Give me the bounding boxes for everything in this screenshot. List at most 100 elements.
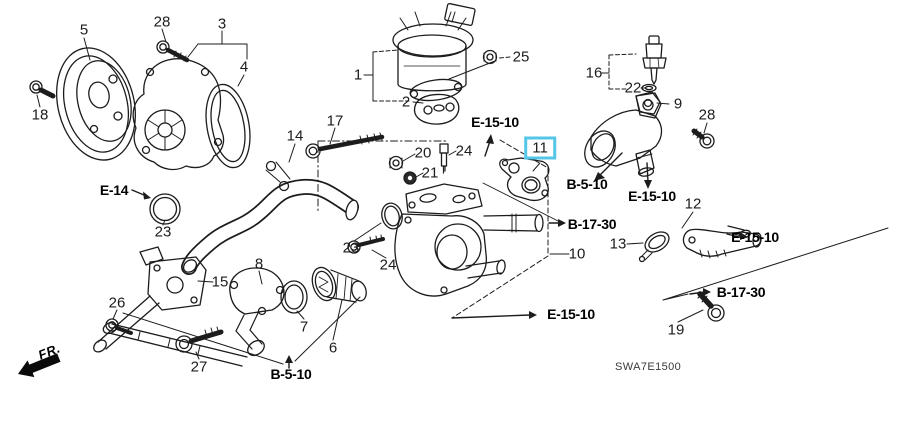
callout-14[interactable]: 14 bbox=[285, 128, 306, 145]
callout-1[interactable]: 1 bbox=[352, 67, 364, 84]
callout-number: 18 bbox=[31, 106, 49, 124]
callout-number: 4 bbox=[239, 58, 249, 76]
callout-5[interactable]: 5 bbox=[78, 22, 90, 39]
ref-e1510-bottom[interactable]: E-15-10 bbox=[547, 307, 595, 321]
ref-e14[interactable]: E-14 bbox=[99, 182, 129, 198]
callout-26[interactable]: 26 bbox=[107, 295, 128, 312]
callout-number: 9 bbox=[673, 95, 683, 113]
callout-12[interactable]: 12 bbox=[683, 196, 704, 213]
ref-b510-bottom[interactable]: B-5-10 bbox=[271, 367, 312, 381]
callout-number: 5 bbox=[79, 21, 89, 39]
callout-24a[interactable]: 24 bbox=[454, 143, 475, 160]
callout-24b[interactable]: 24 bbox=[378, 257, 399, 274]
callout-number: 15 bbox=[211, 273, 229, 291]
reference-text: B-5-10 bbox=[566, 176, 608, 192]
callout-23a[interactable]: 23 bbox=[153, 224, 174, 241]
callout-6[interactable]: 6 bbox=[327, 340, 339, 357]
ref-b510-right[interactable]: B-5-10 bbox=[567, 177, 608, 191]
callout-number: 22 bbox=[624, 79, 642, 97]
part-oring-23b-art bbox=[381, 202, 403, 230]
callout-number: 27 bbox=[190, 358, 208, 376]
part-bolt-24a-art bbox=[439, 143, 449, 174]
part-bolt-27-art bbox=[175, 326, 224, 353]
part-housing-art bbox=[394, 183, 544, 297]
ref-e1510-top[interactable]: E-15-10 bbox=[471, 115, 519, 129]
part-bolt-17-art bbox=[305, 132, 385, 159]
reference-text: B-5-10 bbox=[270, 366, 312, 382]
ref-b1730-bottom[interactable]: B-17-30 bbox=[716, 284, 766, 300]
callout-9[interactable]: 9 bbox=[672, 96, 684, 113]
callout-number: 11 bbox=[532, 139, 548, 157]
part-egr-valve-art bbox=[392, 2, 476, 102]
part-pump-gasket-art bbox=[205, 83, 251, 169]
part-bolt-28a-art bbox=[156, 40, 190, 63]
part-water-outlet-art bbox=[584, 91, 663, 177]
callout-number: 6 bbox=[328, 339, 338, 357]
callout-10[interactable]: 10 bbox=[567, 246, 588, 263]
reference-text: E-15-10 bbox=[471, 114, 519, 130]
reference-text: B-17-30 bbox=[716, 284, 766, 300]
callout-number: 16 bbox=[585, 64, 603, 82]
callout-number: 20 bbox=[414, 144, 432, 162]
callout-7[interactable]: 7 bbox=[298, 319, 310, 336]
part-water-pump-art bbox=[132, 58, 225, 171]
callout-number: 23 bbox=[342, 239, 360, 257]
callout-23b[interactable]: 23 bbox=[341, 240, 362, 257]
callout-number: 28 bbox=[698, 106, 716, 124]
callout-25[interactable]: 25 bbox=[511, 49, 532, 66]
callout-number: 23 bbox=[154, 223, 172, 241]
part-joint-pipe-12-art bbox=[682, 225, 762, 259]
callout-number: 13 bbox=[609, 235, 627, 253]
part-thermostat-cover-art bbox=[229, 267, 285, 357]
part-sensor-16-art bbox=[642, 35, 667, 85]
leader-lines bbox=[36, 28, 889, 365]
callout-number: 28 bbox=[153, 13, 171, 31]
reference-text: E-15-10 bbox=[547, 306, 595, 322]
callout-8[interactable]: 8 bbox=[253, 256, 265, 273]
callout-17[interactable]: 17 bbox=[325, 113, 346, 130]
reference-text: B-17-30 bbox=[567, 216, 617, 232]
part-thermostat-6-art bbox=[311, 266, 367, 303]
part-clamp-13-art bbox=[638, 231, 670, 263]
callout-number: 7 bbox=[299, 318, 309, 336]
callout-number: 25 bbox=[512, 48, 530, 66]
part-water-pipe-art bbox=[102, 321, 248, 367]
callout-21[interactable]: 21 bbox=[420, 165, 441, 182]
part-plug-20-art bbox=[388, 155, 404, 171]
callout-number: 24 bbox=[455, 142, 473, 160]
callout-number: 19 bbox=[667, 321, 685, 339]
callout-22[interactable]: 22 bbox=[623, 80, 644, 97]
part-pulley-art bbox=[55, 47, 137, 161]
callout-19[interactable]: 19 bbox=[666, 322, 687, 339]
callout-number: 1 bbox=[353, 66, 363, 84]
callout-2[interactable]: 2 bbox=[400, 94, 412, 111]
part-seal-ring-7-art bbox=[280, 280, 308, 314]
part-bolt-28b-art bbox=[691, 128, 715, 149]
callout-20[interactable]: 20 bbox=[413, 145, 434, 162]
fr-direction-arrow bbox=[18, 353, 61, 378]
callout-number: 21 bbox=[421, 164, 439, 182]
callout-11[interactable]: 11 bbox=[524, 136, 556, 160]
callout-4[interactable]: 4 bbox=[238, 59, 250, 76]
part-egr-gasket-art bbox=[413, 93, 460, 125]
part-hose-art bbox=[181, 160, 359, 275]
ref-b1730-center[interactable]: B-17-30 bbox=[567, 216, 617, 232]
callout-3[interactable]: 3 bbox=[216, 16, 228, 33]
callout-number: 10 bbox=[568, 245, 586, 263]
part-cap-21-art bbox=[403, 171, 417, 185]
reference-text: E-15-10 bbox=[628, 188, 676, 204]
callout-18[interactable]: 18 bbox=[30, 107, 51, 124]
callout-28a[interactable]: 28 bbox=[152, 14, 173, 31]
reference-text: E-14 bbox=[99, 182, 129, 198]
ref-e1510-far-right[interactable]: E-15-10 bbox=[731, 230, 779, 244]
callout-13[interactable]: 13 bbox=[608, 236, 629, 253]
callout-28b[interactable]: 28 bbox=[697, 107, 718, 124]
callout-number: 24 bbox=[379, 256, 397, 274]
callout-16[interactable]: 16 bbox=[584, 65, 605, 82]
ref-e1510-mid[interactable]: E-15-10 bbox=[628, 189, 676, 203]
callout-15[interactable]: 15 bbox=[210, 274, 231, 291]
callout-27[interactable]: 27 bbox=[189, 359, 210, 376]
part-bolt-18-art bbox=[29, 80, 56, 99]
